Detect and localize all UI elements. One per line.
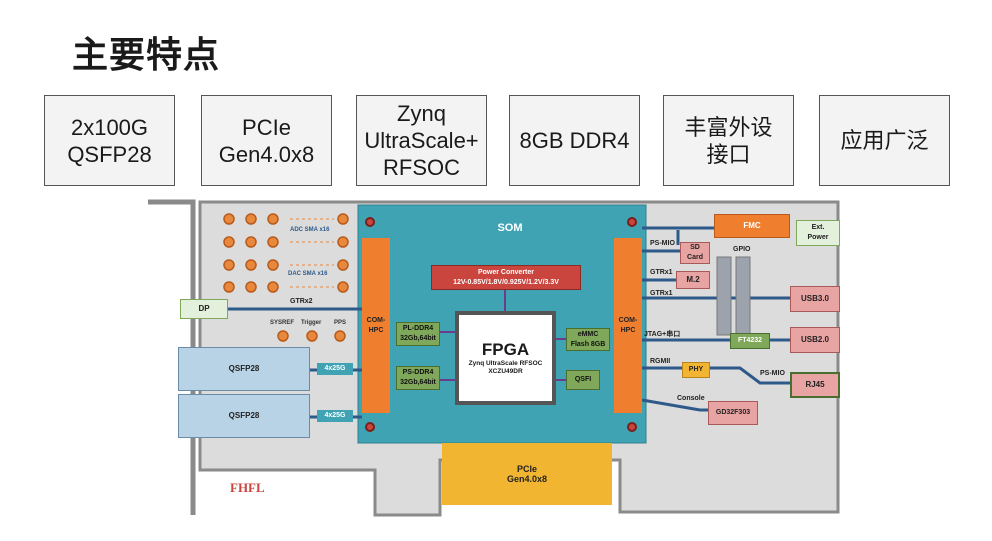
ps-ddr4: PS-DDR4 32Gb,64bit — [396, 366, 440, 390]
qsfp28-port-1: QSFP28 — [178, 347, 310, 391]
pcie-edge-connector: PCIe Gen4.0x8 — [442, 443, 612, 505]
qsfi: QSFI — [566, 370, 600, 390]
gtrx1-label-1: GTRx1 — [650, 269, 673, 276]
gpio-header — [735, 256, 751, 336]
feature-peripherals: 丰富外设 接口 — [663, 95, 794, 186]
emmc-flash: eMMC Flash 8GB — [566, 328, 610, 351]
feature-applications: 应用广泛 — [819, 95, 950, 186]
dp-port: DP — [180, 299, 228, 319]
usb30-port: USB3.0 — [790, 286, 840, 312]
feature-ddr4: 8GB DDR4 — [509, 95, 640, 186]
phy-chip: PHY — [682, 362, 710, 378]
feature-rfsoc: Zynq UltraScale+ RFSOC — [356, 95, 487, 186]
power-converter: Power Converter 12V-0.85V/1.8V/0.925V/1.… — [431, 265, 581, 290]
lanes-label-1: 4x25G — [317, 363, 353, 375]
rj45-port: RJ45 — [790, 372, 840, 398]
com-hpc-right: COM- HPC — [614, 238, 642, 413]
dac-sma-label: DAC SMA x16 — [288, 271, 328, 277]
m2-slot: M.2 — [676, 271, 710, 289]
qsfp28-port-2: QSFP28 — [178, 394, 310, 438]
sysref-label: SYSREF — [270, 320, 295, 326]
feature-pcie: PCIe Gen4.0x8 — [201, 95, 332, 186]
fhfl-label: FHFL — [230, 480, 265, 495]
rgmii-label: RGMII — [650, 358, 671, 365]
console-label: Console — [677, 395, 705, 402]
ps-mio-label-2: PS-MIO — [760, 370, 785, 377]
fpga-title: FPGA — [481, 340, 530, 359]
ext-power: Ext. Power — [796, 220, 840, 246]
page-title: 主要特点 — [72, 34, 221, 75]
mount-hole — [627, 422, 637, 432]
com-hpc-left: COM- HPC — [362, 238, 390, 413]
feature-qsfp28: 2x100G QSFP28 — [44, 95, 175, 186]
sd-card: SD Card — [680, 242, 710, 264]
gpio-label: GPIO — [733, 246, 751, 253]
mount-hole — [365, 217, 375, 227]
mount-hole — [365, 422, 375, 432]
gtrx2-label: GTRx2 — [290, 298, 313, 305]
ft4232-chip: FT4232 — [730, 333, 770, 349]
fpga-part: Zynq UltraScale RFSOC XCZU49DR — [468, 360, 543, 375]
ps-mio-label: PS-MIO — [650, 240, 675, 247]
jtag-label: JTAG+串口 — [644, 331, 681, 338]
pl-ddr4: PL-DDR4 32Gb,64bit — [396, 322, 440, 346]
gd32-mcu: GD32F303 — [708, 401, 758, 425]
lanes-label-2: 4x25G — [317, 410, 353, 422]
fmc-connector: FMC — [714, 214, 790, 238]
gtrx1-label-2: GTRx1 — [650, 290, 673, 297]
mount-hole — [627, 217, 637, 227]
usb20-port: USB2.0 — [790, 327, 840, 353]
trigger-label: Trigger — [301, 320, 322, 326]
adc-sma-label: ADC SMA x16 — [290, 227, 330, 233]
pps-label: PPS — [334, 320, 347, 326]
som-label: SOM — [497, 222, 523, 234]
gpio-header — [716, 256, 732, 336]
fpga-chip: FPGA Zynq UltraScale RFSOC XCZU49DR — [455, 311, 556, 405]
